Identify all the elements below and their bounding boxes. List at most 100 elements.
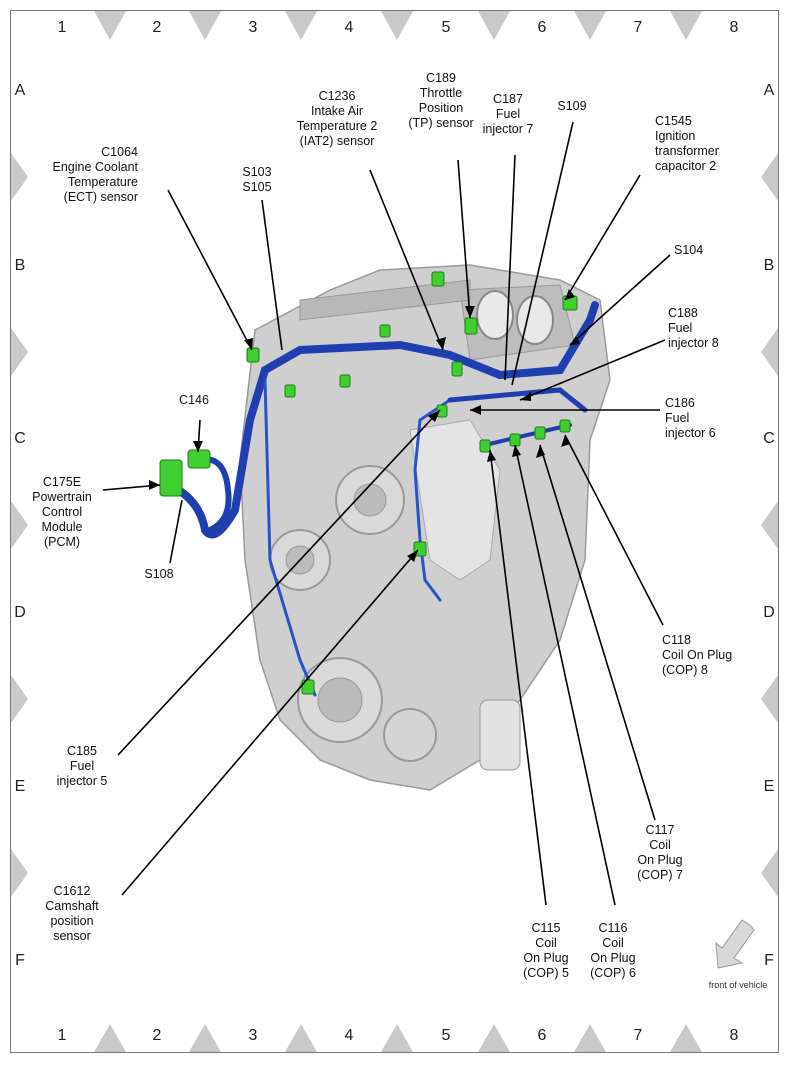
callout-s109-line-0: S109 — [557, 99, 586, 113]
front-arrow-icon — [715, 919, 755, 969]
callout-c187-line-2: injector 7 — [483, 122, 534, 136]
callout-c117-line-1: Coil — [649, 838, 671, 852]
leader-lines — [102, 121, 671, 906]
grid-col-top-5: 5 — [442, 19, 451, 36]
grid-marker-top-3 — [285, 11, 317, 40]
callout-c116-line-1: Coil — [602, 936, 624, 950]
leader-arrowheads — [149, 289, 580, 562]
callout-c116-line-3: (COP) 6 — [590, 966, 636, 980]
callout-c115-line-2: On Plug — [523, 951, 568, 965]
grid-marker-bottom-3 — [285, 1024, 317, 1052]
grid-marker-top-2 — [189, 11, 221, 40]
callout-s108: S108 — [144, 567, 173, 581]
callout-s104-line-0: S104 — [674, 243, 703, 257]
callout-c118-line-1: Coil On Plug — [662, 648, 732, 662]
grid-marker-top-4 — [381, 11, 413, 40]
callout-c1236-line-3: (IAT2) sensor — [300, 134, 375, 148]
callout-c1236-line-0: C1236 — [319, 89, 356, 103]
grid-col-bottom-2: 2 — [153, 1027, 162, 1044]
grid-col-bottom-1: 1 — [58, 1027, 67, 1044]
grid-marker-left-1 — [11, 153, 28, 201]
grid-row-left-D: D — [14, 604, 26, 621]
grid-marker-top-5 — [478, 11, 510, 40]
callout-c115-line-3: (COP) 5 — [523, 966, 569, 980]
callout-c189-line-3: (TP) sensor — [408, 116, 473, 130]
callout-c186-line-2: injector 6 — [665, 426, 716, 440]
callout-c116-line-0: C116 — [599, 921, 628, 935]
callout-c188-line-0: C188 — [668, 306, 698, 320]
callout-c188-line-1: Fuel — [668, 321, 692, 335]
callout-c146-line-0: C146 — [179, 393, 209, 407]
callout-s103-line-0: S103 — [242, 165, 271, 179]
callout-c175e-line-3: Module — [42, 520, 83, 534]
callout-c1545-line-1: Ignition — [655, 129, 695, 143]
callout-c118-line-0: C118 — [662, 633, 691, 647]
callout-c118-line-2: (COP) 8 — [662, 663, 708, 677]
grid-row-right-D: D — [763, 604, 775, 621]
callout-s109: S109 — [557, 99, 586, 113]
grid-col-top-3: 3 — [249, 19, 258, 36]
callout-c116-line-2: On Plug — [590, 951, 635, 965]
callout-s104: S104 — [674, 243, 703, 257]
engine-illustration — [239, 264, 611, 791]
grid-row-right-A: A — [764, 82, 775, 99]
callout-c1064-line-3: (ECT) sensor — [64, 190, 138, 204]
grid-marker-right-4 — [761, 675, 778, 723]
grid-marker-left-5 — [11, 849, 28, 897]
grid-row-left-E: E — [15, 778, 26, 795]
callout-c115-line-1: Coil — [535, 936, 557, 950]
callout-s108-line-0: S108 — [144, 567, 173, 581]
callout-c117-line-3: (COP) 7 — [637, 868, 683, 882]
grid-marker-right-3 — [761, 501, 778, 549]
grid-col-top-8: 8 — [730, 19, 739, 36]
callout-c185-line-0: C185 — [67, 744, 97, 758]
grid-marker-top-7 — [670, 11, 702, 40]
callout-c186-line-0: C186 — [665, 396, 695, 410]
wiring-harness — [166, 301, 599, 697]
grid-marker-bottom-1 — [94, 1024, 126, 1052]
grid-marker-right-1 — [761, 153, 778, 201]
grid-marker-top-1 — [94, 11, 126, 40]
grid-markers — [11, 11, 778, 1052]
callout-c146: C146 — [179, 393, 209, 407]
callout-c115-line-0: C115 — [532, 921, 561, 935]
callout-c185-line-1: Fuel — [70, 759, 94, 773]
grid-col-bottom-6: 6 — [538, 1027, 547, 1044]
callout-c1612-line-3: sensor — [53, 929, 91, 943]
callout-c175e-line-2: Control — [42, 505, 82, 519]
grid-row-left-B: B — [15, 257, 26, 274]
callout-c187-line-1: Fuel — [496, 107, 520, 121]
grid-marker-bottom-2 — [189, 1024, 221, 1052]
callout-c1545-line-2: transformer — [655, 144, 719, 158]
grid-row-right-C: C — [763, 430, 775, 447]
grid-col-top-7: 7 — [634, 19, 643, 36]
grid-row-left-A: A — [15, 82, 26, 99]
front-of-vehicle-indicator: front of vehicle — [709, 919, 767, 990]
grid-marker-right-2 — [761, 328, 778, 376]
callout-c175e-line-1: Powertrain — [32, 490, 92, 504]
grid-col-bottom-8: 8 — [730, 1027, 739, 1044]
callout-c1545-line-3: capacitor 2 — [655, 159, 716, 173]
callout-c1236-line-1: Intake Air — [311, 104, 363, 118]
callout-c1064-line-1: Engine Coolant — [53, 160, 139, 174]
grid-col-top-4: 4 — [345, 19, 354, 36]
grid-row-left-C: C — [14, 430, 26, 447]
grid-marker-bottom-5 — [478, 1024, 510, 1052]
callout-c187-line-0: C187 — [493, 92, 523, 106]
grid-marker-bottom-4 — [381, 1024, 413, 1052]
grid-marker-left-2 — [11, 328, 28, 376]
grid-marker-left-3 — [11, 501, 28, 549]
callout-c189-line-2: Position — [419, 101, 464, 115]
callout-c1612-line-2: position — [50, 914, 93, 928]
grid-marker-right-5 — [761, 849, 778, 897]
grid-marker-bottom-6 — [574, 1024, 606, 1052]
